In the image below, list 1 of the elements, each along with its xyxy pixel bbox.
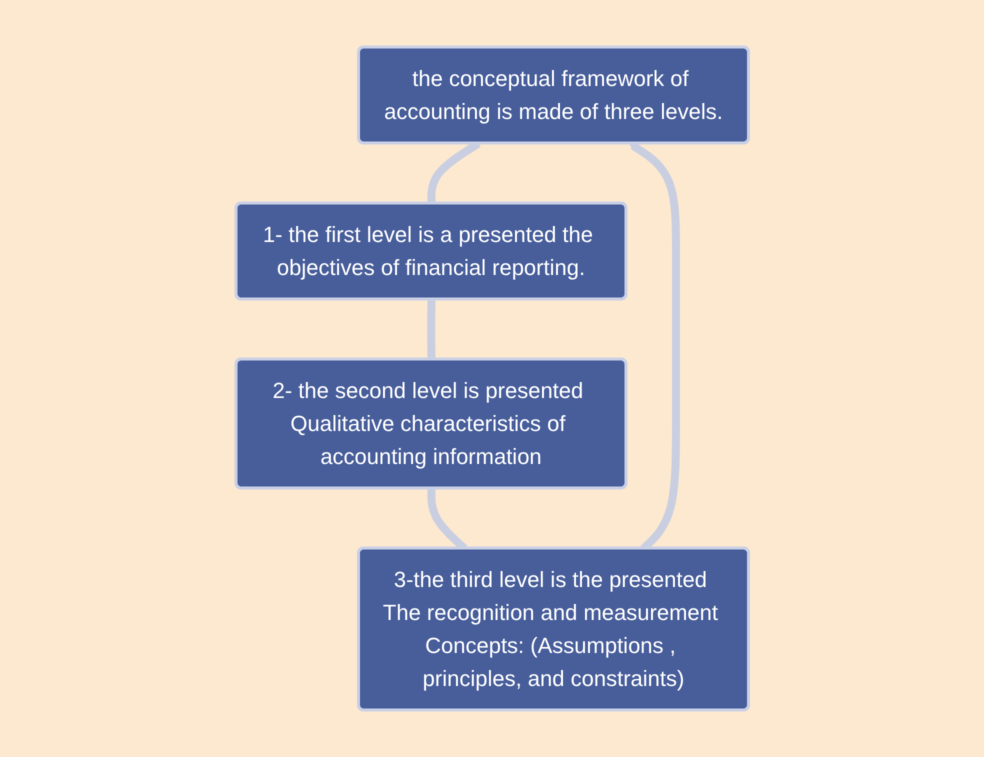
connector: [426, 299, 436, 360]
